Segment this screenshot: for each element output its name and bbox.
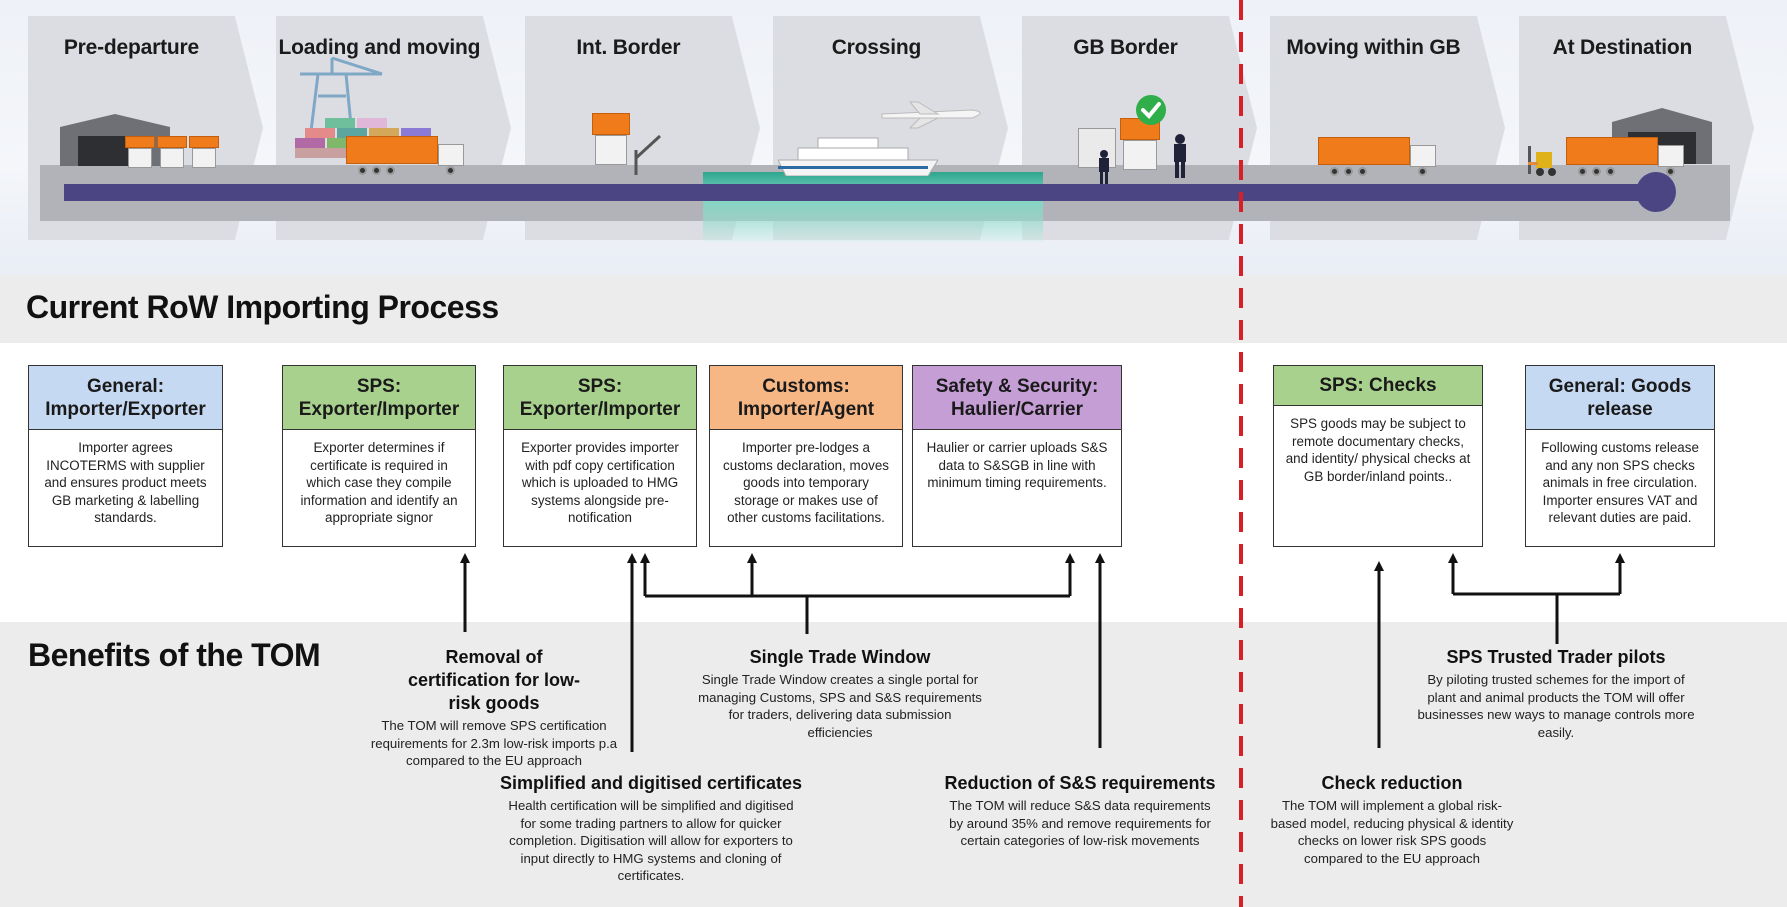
truck-icon bbox=[189, 136, 219, 174]
truck-icon bbox=[592, 113, 630, 173]
process-box-sps-checks: SPS: Checks SPS goods may be subject to … bbox=[1273, 365, 1483, 547]
current-process-band bbox=[0, 275, 1787, 343]
benefit-title: Removal of certification for low-risk go… bbox=[407, 647, 580, 713]
truck-icon bbox=[1078, 128, 1116, 176]
benefit-text: The TOM will remove SPS certification re… bbox=[370, 718, 618, 768]
benefit-title: Simplified and digitised certificates bbox=[499, 773, 803, 793]
benefit-title: Check reduction bbox=[1321, 773, 1463, 793]
truck-icon bbox=[1566, 137, 1688, 179]
route-line bbox=[64, 184, 1664, 201]
stage-label: Loading and moving bbox=[278, 36, 481, 59]
benefit-text: The TOM will implement a global risk-bas… bbox=[1270, 798, 1514, 866]
current-process-title: Current RoW Importing Process bbox=[26, 289, 499, 325]
benefit-check-reduction: Check reduction The TOM will implement a… bbox=[1262, 772, 1522, 867]
checkmark-icon bbox=[1136, 95, 1166, 125]
benefit-title: Reduction of S&S requirements bbox=[944, 773, 1216, 793]
truck-icon bbox=[1318, 137, 1440, 179]
ship-icon bbox=[778, 137, 938, 176]
truck-icon bbox=[346, 136, 468, 178]
process-box-title: SPS: Exporter/Importer bbox=[283, 366, 475, 430]
barrier-icon bbox=[634, 134, 662, 175]
process-box-title: General: Importer/Exporter bbox=[29, 366, 222, 430]
forklift-icon bbox=[1528, 146, 1556, 176]
process-box-sps-exporter-importer-1: SPS: Exporter/Importer Exporter determin… bbox=[282, 365, 476, 547]
process-box-general-importer-exporter: General: Importer/Exporter Importer agre… bbox=[28, 365, 223, 547]
benefit-title: SPS Trusted Trader pilots bbox=[1446, 647, 1666, 667]
benefit-sps-trusted-trader-pilots: SPS Trusted Trader pilots By piloting tr… bbox=[1410, 646, 1702, 741]
process-box-title: Customs: Importer/Agent bbox=[710, 366, 902, 430]
benefit-text: By piloting trusted schemes for the impo… bbox=[1417, 672, 1695, 740]
process-box-general-goods-release: General: Goods release Following customs… bbox=[1525, 365, 1715, 547]
benefit-title: Single Trade Window bbox=[749, 647, 931, 667]
gb-border-divider bbox=[1239, 0, 1243, 907]
benefits-band bbox=[0, 622, 1787, 907]
benefit-single-trade-window: Single Trade Window Single Trade Window … bbox=[690, 646, 990, 741]
stage-label: Pre-departure bbox=[63, 36, 199, 59]
process-box-title: General: Goods release bbox=[1526, 366, 1714, 430]
benefit-simplified-digitised-certificates: Simplified and digitised certificates He… bbox=[494, 772, 808, 885]
route-end-marker bbox=[1636, 172, 1676, 212]
airplane-icon bbox=[881, 101, 981, 129]
stage-label: Moving within GB bbox=[1286, 36, 1461, 59]
process-box-safety-security-haulier-carrier: Safety & Security: Haulier/Carrier Hauli… bbox=[912, 365, 1122, 547]
stage-label: GB Border bbox=[1073, 36, 1178, 59]
truck-icon bbox=[125, 136, 155, 174]
stage-label: Int. Border bbox=[576, 36, 681, 59]
benefit-removal-of-certification: Removal of certification for low-risk go… bbox=[360, 646, 628, 770]
process-box-text: Exporter provides importer with pdf copy… bbox=[521, 440, 679, 525]
process-box-sps-exporter-importer-2: SPS: Exporter/Importer Exporter provides… bbox=[503, 365, 697, 547]
process-box-text: Importer agrees INCOTERMS with supplier … bbox=[44, 440, 207, 525]
truck-icon bbox=[157, 136, 187, 174]
journey-band: Pre-departure Loading and moving Int. Bo… bbox=[0, 0, 1787, 275]
stage-label: At Destination bbox=[1552, 36, 1693, 59]
process-box-text: SPS goods may be subject to remote docum… bbox=[1285, 416, 1471, 484]
stage-label: Crossing bbox=[831, 36, 922, 59]
process-box-text: Exporter determines if certificate is re… bbox=[300, 440, 458, 525]
process-box-text: Importer pre-lodges a customs declaratio… bbox=[723, 440, 889, 525]
process-box-customs-importer-agent: Customs: Importer/Agent Importer pre-lod… bbox=[709, 365, 903, 547]
process-box-text: Haulier or carrier uploads S&S data to S… bbox=[926, 440, 1108, 490]
benefit-text: Health certification will be simplified … bbox=[508, 798, 794, 883]
process-box-text: Following customs release and any non SP… bbox=[1541, 440, 1699, 525]
truck-icon bbox=[1120, 118, 1160, 176]
benefit-text: Single Trade Window creates a single por… bbox=[698, 672, 982, 740]
officer-icon bbox=[1099, 150, 1109, 184]
benefits-title: Benefits of the TOM bbox=[28, 637, 321, 673]
sea-crossing bbox=[703, 172, 1043, 242]
benefit-reduction-of-ss-requirements: Reduction of S&S requirements The TOM wi… bbox=[940, 772, 1220, 850]
benefit-text: The TOM will reduce S&S data requirement… bbox=[949, 798, 1211, 848]
process-box-title: Safety & Security: Haulier/Carrier bbox=[913, 366, 1121, 430]
process-box-title: SPS: Exporter/Importer bbox=[504, 366, 696, 430]
process-box-title: SPS: Checks bbox=[1274, 366, 1482, 406]
officer-icon bbox=[1174, 134, 1186, 178]
